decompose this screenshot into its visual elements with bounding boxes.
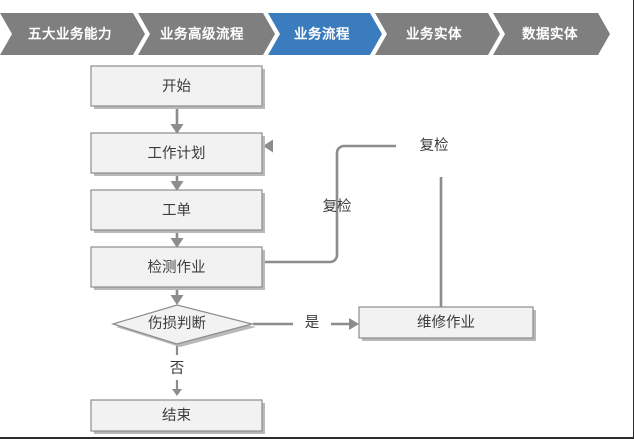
node-workorder-label: 工单 bbox=[162, 202, 191, 219]
edge-label-yes: 是 bbox=[305, 315, 320, 331]
node-inspection[interactable]: 检测作业 bbox=[90, 246, 265, 290]
breadcrumb-step-5-shape[interactable] bbox=[493, 13, 610, 55]
breadcrumb-step-4-shape[interactable] bbox=[375, 13, 500, 55]
node-workplan-label: 工作计划 bbox=[148, 145, 206, 162]
breadcrumb-step-3[interactable]: 业务流程 bbox=[268, 13, 382, 55]
breadcrumb-step-3-shape[interactable] bbox=[268, 13, 382, 55]
flowchart: 开始 工作计划 工单 检测作业 bbox=[0, 55, 633, 437]
node-end-label: 结束 bbox=[162, 407, 191, 424]
breadcrumb-step-5[interactable]: 数据实体 bbox=[493, 13, 610, 55]
node-repair-label: 维修作业 bbox=[417, 314, 475, 331]
node-repair[interactable]: 维修作业 bbox=[358, 306, 536, 341]
node-start[interactable]: 开始 bbox=[90, 65, 265, 109]
breadcrumb-step-4-label: 业务实体 bbox=[406, 26, 462, 42]
edge-label-recheck-inner: 复检 bbox=[323, 197, 352, 215]
breadcrumb-step-2-shape[interactable] bbox=[138, 13, 275, 55]
node-inspection-label: 检测作业 bbox=[148, 259, 206, 276]
node-workplan[interactable]: 工作计划 bbox=[90, 132, 265, 176]
edge-label-recheck-outer: 复检 bbox=[420, 136, 449, 154]
breadcrumb-step-1-label: 五大业务能力 bbox=[28, 26, 112, 42]
node-workorder[interactable]: 工单 bbox=[90, 189, 265, 233]
edge-decision-to-repair bbox=[253, 318, 359, 330]
edge-inspection-to-workplan-recheck bbox=[263, 139, 396, 264]
node-decision[interactable]: 伤损判断 bbox=[110, 304, 256, 347]
edge-start-to-workplan bbox=[170, 106, 184, 134]
node-start-label: 开始 bbox=[162, 78, 191, 95]
breadcrumb-step-2-label: 业务高级流程 bbox=[160, 26, 244, 42]
edge-label-no: 否 bbox=[170, 361, 185, 377]
node-end[interactable]: 结束 bbox=[90, 399, 265, 434]
breadcrumb-step-4[interactable]: 业务实体 bbox=[375, 13, 500, 55]
breadcrumb-step-2[interactable]: 业务高级流程 bbox=[138, 13, 275, 55]
breadcrumb-step-1[interactable]: 五大业务能力 bbox=[0, 13, 145, 55]
breadcrumb-step-5-label: 数据实体 bbox=[522, 26, 578, 42]
node-decision-label: 伤损判断 bbox=[148, 315, 206, 332]
breadcrumb-step-1-shape[interactable] bbox=[0, 13, 145, 55]
breadcrumb: 五大业务能力 业务高级流程 业务流程 业务实体 数据实体 bbox=[0, 13, 633, 55]
breadcrumb-step-3-label: 业务流程 bbox=[294, 26, 350, 42]
